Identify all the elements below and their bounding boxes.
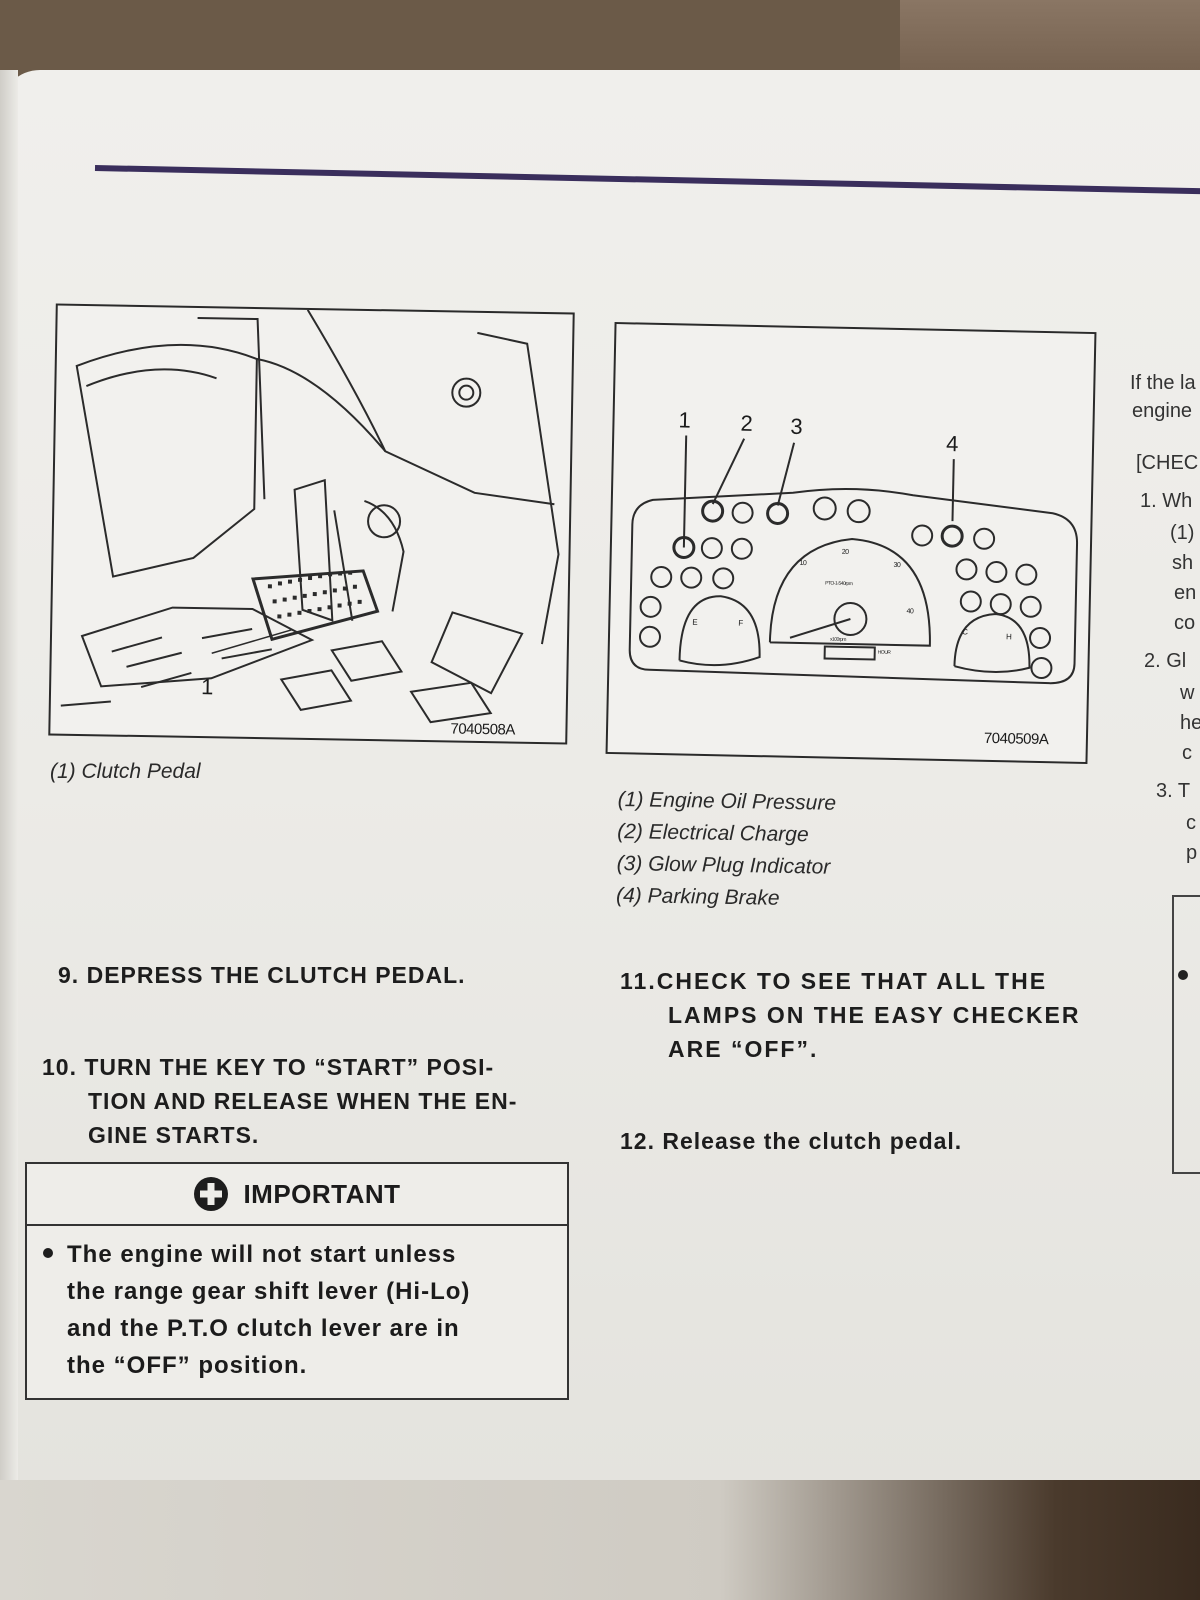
important-header: IMPORTANT bbox=[27, 1164, 567, 1226]
callout-number: 1 bbox=[200, 674, 214, 700]
side-fragment: en bbox=[1174, 582, 1197, 604]
gauge-label-20: 20 bbox=[841, 548, 849, 556]
plus-circle-icon bbox=[194, 1177, 229, 1211]
side-fragment: p bbox=[1186, 842, 1198, 864]
gauge-label-10: 10 bbox=[799, 559, 807, 568]
fuel-label-f: F bbox=[738, 618, 743, 628]
caption-electrical-charge: (2) Electrical Charge bbox=[617, 819, 809, 847]
gauge-label-x100: x100rpm bbox=[829, 636, 846, 643]
clutch-pedal-figure: 1 7040508A bbox=[48, 303, 575, 745]
side-notice-box bbox=[1172, 895, 1200, 1174]
gauge-label-hour: HOUR bbox=[877, 649, 891, 656]
side-fragment: 3. T bbox=[1156, 780, 1191, 802]
fuel-label-e: E bbox=[692, 617, 698, 627]
side-fragment: he bbox=[1180, 712, 1200, 734]
important-body: The engine will not start unless the ran… bbox=[27, 1226, 567, 1384]
easy-checker-figure: 1 2 3 4 10 20 30 40 PTO-1-540rpm x100rpm… bbox=[605, 322, 1097, 764]
step-text-line3: ARE “OFF”. bbox=[668, 1036, 819, 1062]
step-number: 9. bbox=[58, 962, 80, 988]
step-text-line3: GINE STARTS. bbox=[88, 1122, 260, 1148]
page-edge-shadow bbox=[0, 70, 18, 1490]
caption-engine-oil-pressure: (1) Engine Oil Pressure bbox=[617, 788, 837, 815]
step-text-line1: TURN THE KEY TO “START” POSI- bbox=[84, 1054, 495, 1080]
step-number: 12. bbox=[620, 1128, 655, 1154]
important-line: and the P.T.O clutch lever are in bbox=[67, 1315, 460, 1342]
side-fragment: c bbox=[1186, 812, 1196, 834]
callout-2: 2 bbox=[740, 410, 753, 436]
figure-caption: (1) Clutch Pedal bbox=[50, 760, 201, 783]
temp-label-h: H bbox=[1005, 632, 1012, 642]
bullet-icon bbox=[1178, 970, 1188, 980]
side-fragment: If the la bbox=[1130, 372, 1196, 394]
side-fragment: (1) bbox=[1170, 522, 1195, 544]
side-fragment: [CHEC bbox=[1136, 452, 1199, 474]
figure-code: 7040508A bbox=[450, 720, 515, 739]
callout-4: 4 bbox=[945, 430, 959, 457]
step-text-line2: LAMPS ON THE EASY CHECKER bbox=[668, 1002, 1081, 1028]
step-text: DEPRESS THE CLUTCH PEDAL. bbox=[86, 962, 466, 988]
step-number: 11. bbox=[620, 968, 657, 994]
background-surface bbox=[0, 1480, 1200, 1600]
gauge-label-pto: PTO-1-540rpm bbox=[825, 580, 853, 588]
step-11: 11.CHECK TO SEE THAT ALL THE LAMPS ON TH… bbox=[620, 964, 1081, 1066]
side-fragment: 2. Gl bbox=[1144, 650, 1187, 672]
side-fragment: w bbox=[1180, 682, 1195, 704]
gauge-label-40: 40 bbox=[906, 608, 914, 616]
clutch-pedal-illustration bbox=[60, 309, 560, 724]
step-text-line1: CHECK TO SEE THAT ALL THE bbox=[656, 968, 1048, 994]
important-line: the range gear shift lever (Hi-Lo) bbox=[67, 1278, 471, 1305]
step-text-line2: TION AND RELEASE WHEN THE EN- bbox=[88, 1088, 518, 1114]
caption-glow-plug: (3) Glow Plug Indicator bbox=[616, 851, 831, 879]
step-10: 10. TURN THE KEY TO “START” POSI- TION A… bbox=[42, 1050, 517, 1152]
important-title: IMPORTANT bbox=[243, 1178, 401, 1209]
caption-parking-brake: (4) Parking Brake bbox=[615, 883, 780, 910]
side-fragment: 1. Wh bbox=[1140, 490, 1193, 512]
step-text: Release the clutch pedal. bbox=[662, 1128, 963, 1154]
side-fragment: c bbox=[1182, 742, 1192, 764]
important-line: The engine will not start unless bbox=[67, 1241, 457, 1268]
temp-label-c: C bbox=[962, 627, 968, 637]
step-number: 10. bbox=[42, 1054, 77, 1080]
important-notice: IMPORTANT The engine will not start unle… bbox=[25, 1162, 569, 1400]
instrument-panel-illustration bbox=[628, 435, 1079, 685]
side-fragment: co bbox=[1174, 612, 1196, 634]
callout-1: 1 bbox=[678, 407, 691, 433]
side-fragment: engine bbox=[1132, 400, 1193, 422]
callout-3: 3 bbox=[790, 413, 803, 439]
step-12: 12. Release the clutch pedal. bbox=[620, 1124, 962, 1158]
indicator-caption-list: (1) Engine Oil Pressure (2) Electrical C… bbox=[616, 788, 836, 920]
important-line: the “OFF” position. bbox=[67, 1352, 308, 1379]
gauge-label-30: 30 bbox=[893, 561, 901, 570]
step-9: 9. DEPRESS THE CLUTCH PEDAL. bbox=[58, 958, 466, 992]
figure-code: 7040509A bbox=[983, 729, 1049, 749]
bullet-icon bbox=[43, 1248, 53, 1258]
side-fragment: sh bbox=[1172, 552, 1194, 574]
